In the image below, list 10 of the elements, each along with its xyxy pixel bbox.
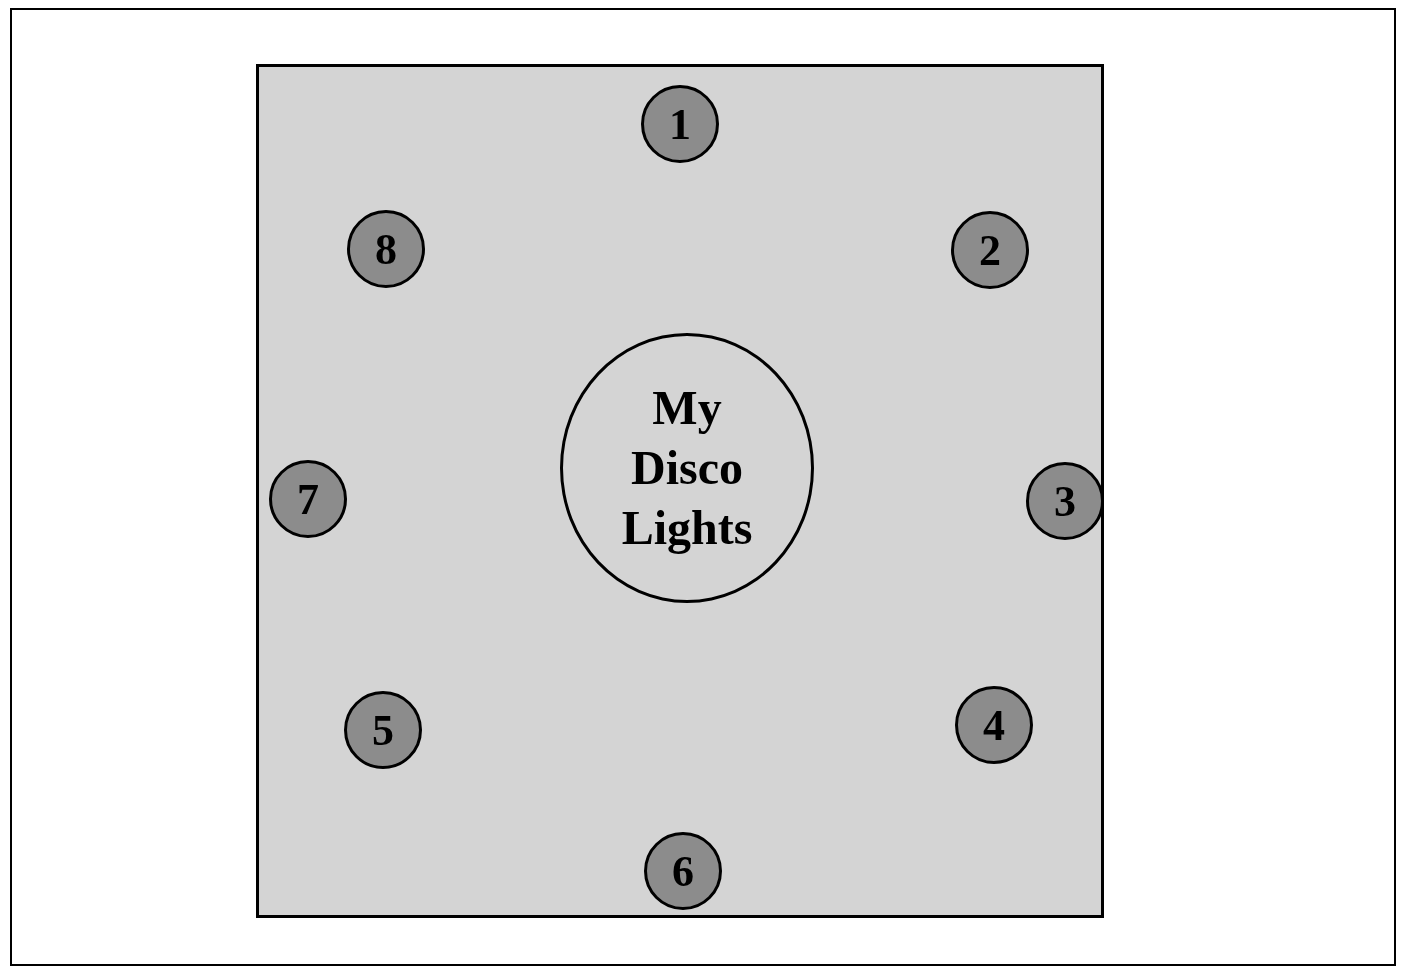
circle-title: My Disco Lights — [620, 380, 754, 556]
circle-number: 7 — [297, 473, 319, 525]
circle-number: 8 — [375, 223, 397, 275]
circle-number: 3 — [1054, 475, 1076, 527]
circle-number: 1 — [669, 98, 691, 150]
panel — [256, 64, 1104, 918]
circle-number: 6 — [672, 845, 694, 897]
circle-number: 4 — [983, 699, 1005, 751]
circle-number: 5 — [372, 704, 394, 756]
circle-number: 2 — [979, 224, 1001, 276]
